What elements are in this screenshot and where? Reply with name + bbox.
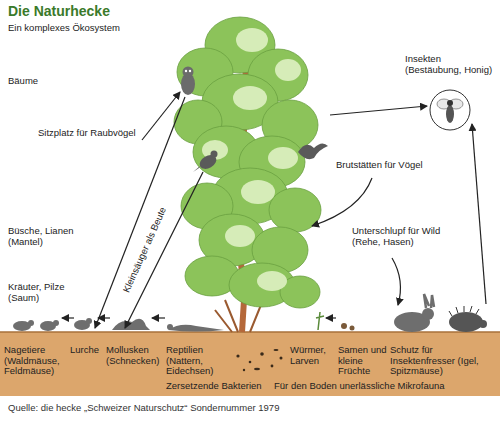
organism-label: Reptilien (Nattern, Eidechsen) — [166, 345, 230, 377]
organism-label: Nagetiere (Waldmäuse, Feldmäuse) — [4, 345, 66, 377]
flying-bird — [298, 143, 328, 159]
layer-label: Büsche, Lianen (Mantel) — [8, 226, 84, 247]
organism-label: Zersetzende Bakterien — [166, 381, 270, 392]
soil-microfauna — [236, 349, 282, 371]
organism-label: Lurche — [70, 345, 106, 356]
habitat-label: Unterschlupf für Wild (Rehe, Hasen) — [352, 226, 456, 247]
soil-band — [0, 332, 500, 396]
layer-label: Kräuter, Pilze (Saum) — [8, 282, 68, 303]
habitat-label: Insekten (Bestäubung, Honig) — [405, 54, 497, 75]
layer-label: Bäume — [8, 76, 88, 87]
ground-animals — [13, 294, 487, 332]
subtitle: Ein komplexes Ökosystem — [8, 23, 120, 34]
habitat-label: Sitzplatz für Raubvögel — [38, 128, 142, 139]
organism-label: Würmer, Larven — [290, 345, 336, 366]
owl — [181, 67, 195, 96]
organism-label: Mollusken (Schnecken) — [106, 345, 164, 366]
organism-label: Schutz für Insektenfresser (Igel, Spitzm… — [390, 345, 496, 377]
arrow-label: Kleinsäuger als Beute — [121, 206, 168, 295]
diagram-title: Die Naturhecke — [8, 4, 110, 20]
hedgehog-spines — [449, 306, 479, 316]
organism-label: Samen und kleine Früchte — [338, 345, 388, 377]
habitat-label: Brutstätten für Vögel — [336, 160, 446, 171]
source-caption: Quelle: die hecke „Schweizer Naturschutz… — [8, 403, 279, 414]
organism-label: Für den Boden unerlässliche Mikrofauna — [274, 381, 484, 392]
tree — [174, 17, 321, 332]
bee-icon — [430, 90, 470, 130]
perched-bird — [193, 151, 219, 173]
